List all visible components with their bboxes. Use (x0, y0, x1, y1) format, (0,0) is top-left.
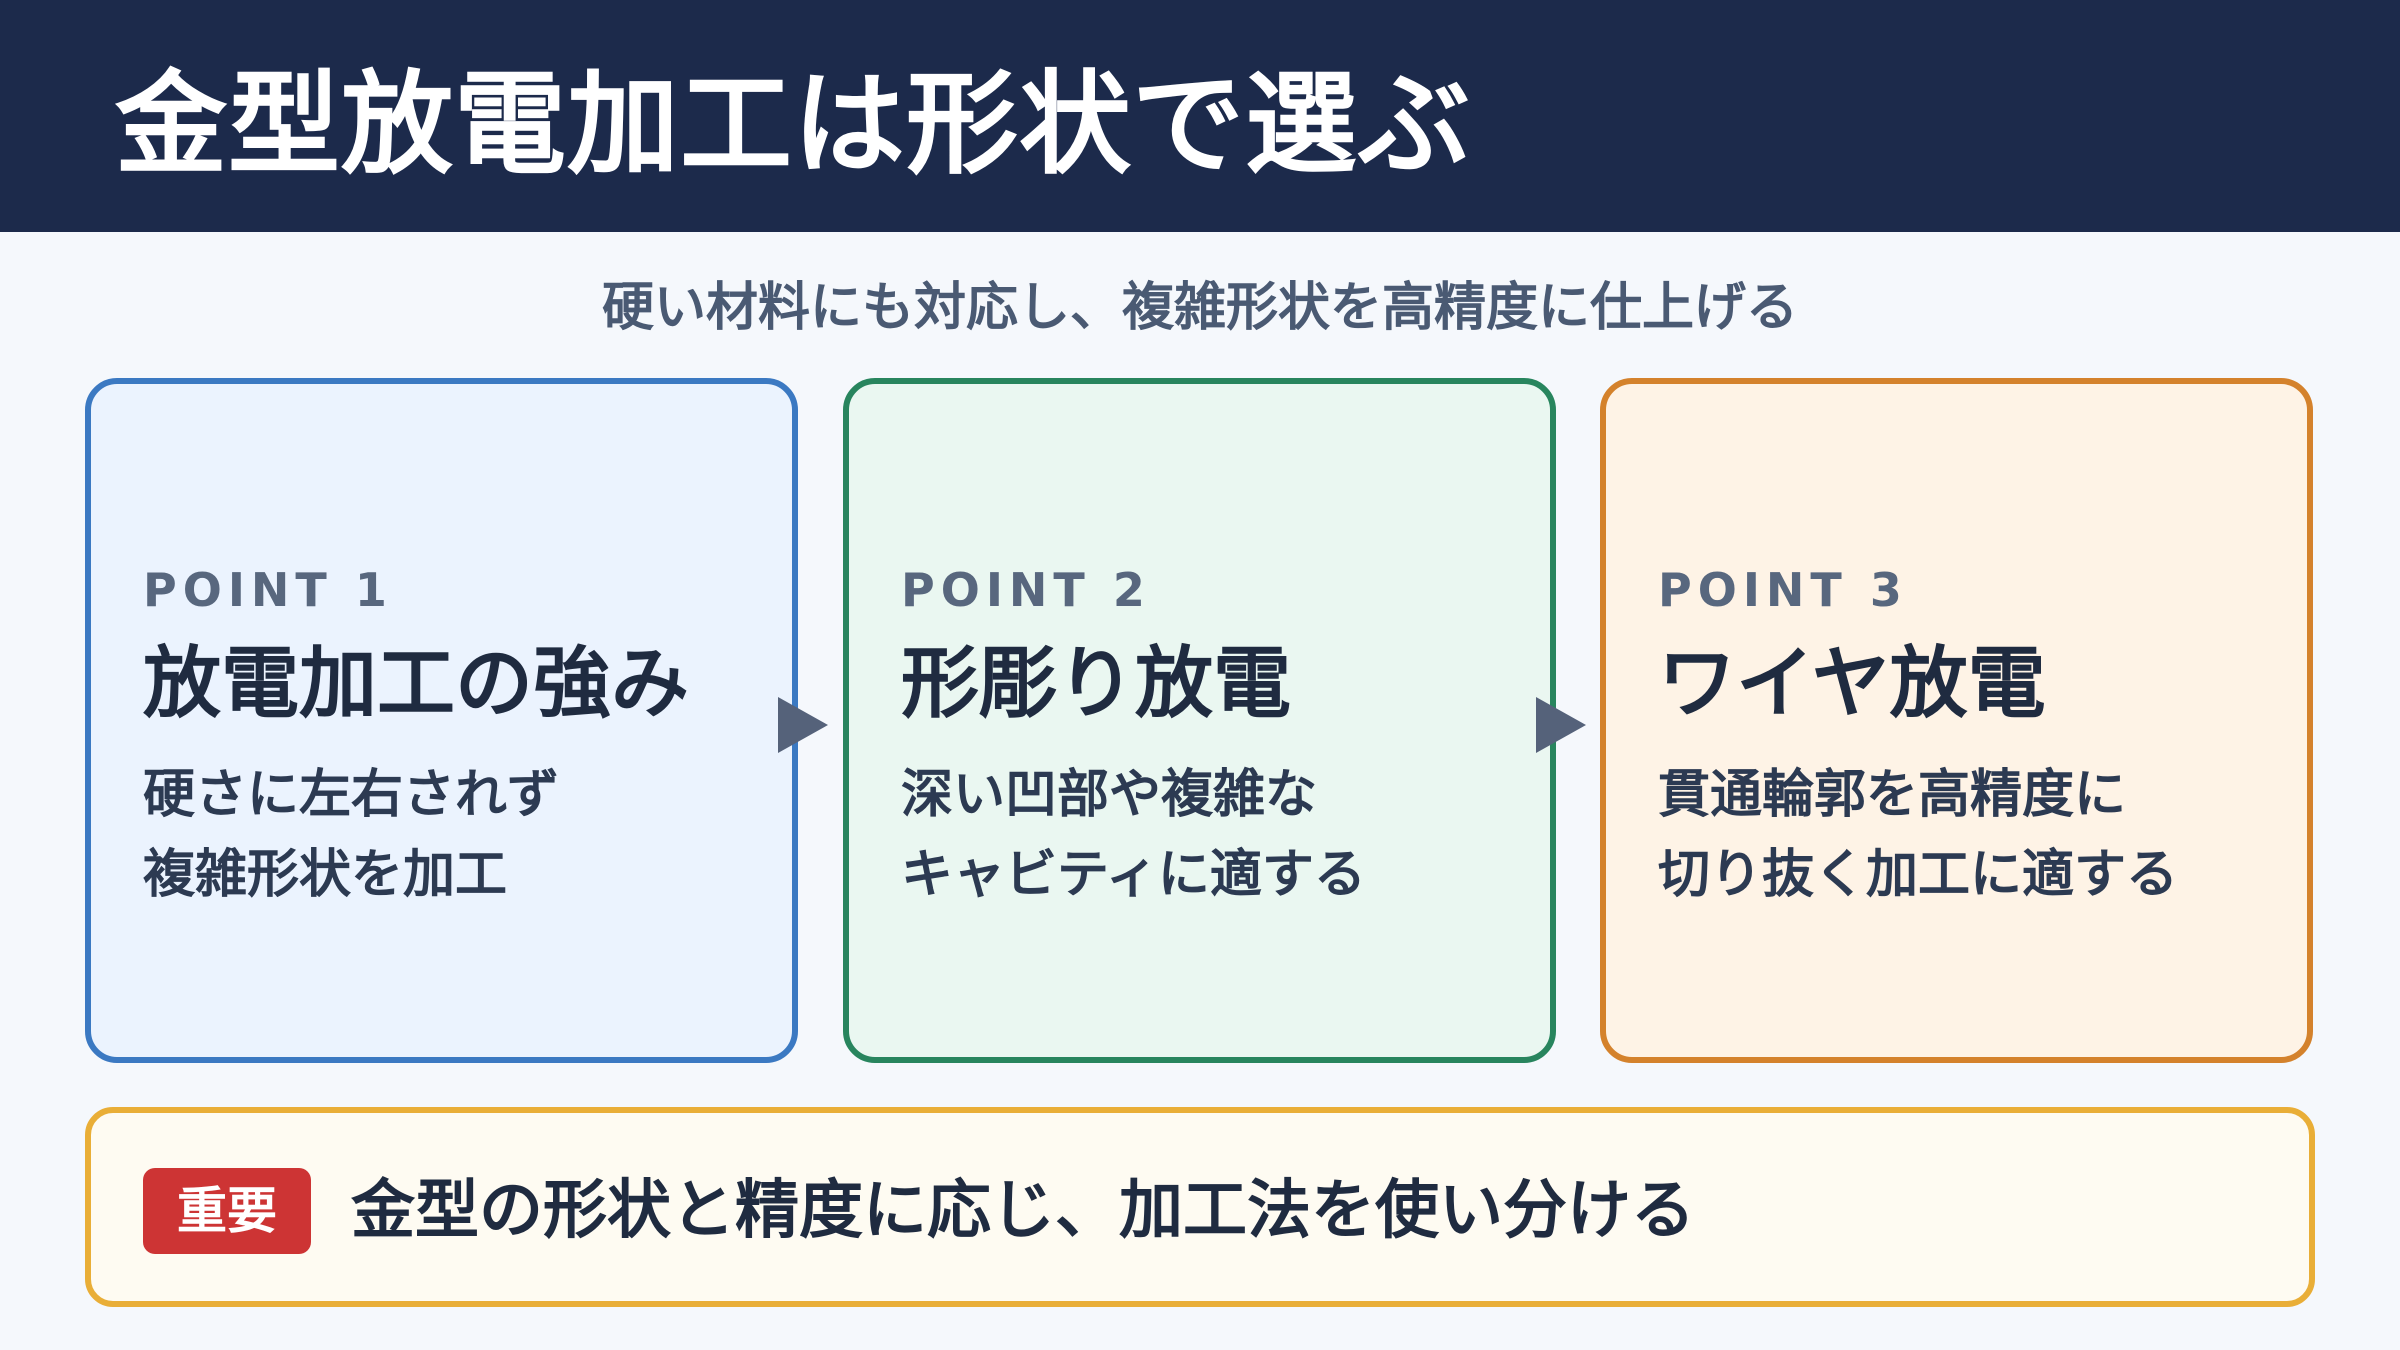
point-heading: 放電加工の強み (143, 639, 690, 729)
point-description-line: 深い凹部や複雑な (901, 765, 1318, 825)
point-card-3: POINT 3 ワイヤ放電 貫通輪郭を高精度に 切り抜く加工に適する (1600, 378, 2313, 1063)
arrow-right-icon (778, 697, 828, 753)
important-badge: 重要 (143, 1168, 311, 1254)
important-note-box: 重要 金型の形状と精度に応じ、加工法を使い分ける (85, 1107, 2315, 1307)
point-label: POINT 2 (901, 563, 1151, 617)
point-description-line: 複雑形状を加工 (143, 845, 508, 905)
point-card-2: POINT 2 形彫り放電 深い凹部や複雑な キャビティに適する (843, 378, 1556, 1063)
arrow-right-icon (1536, 697, 1586, 753)
page-title: 金型放電加工は形状で選ぶ (115, 60, 1471, 190)
point-card-1: POINT 1 放電加工の強み 硬さに左右されず 複雑形状を加工 (85, 378, 798, 1063)
point-description-line: 硬さに左右されず (143, 765, 560, 825)
page-subtitle: 硬い材料にも対応し、複雑形状を高精度に仕上げる (601, 278, 1798, 338)
point-description-line: キャビティに適する (901, 845, 1366, 905)
header-bar: 金型放電加工は形状で選ぶ (0, 0, 2400, 232)
point-heading: 形彫り放電 (901, 639, 1292, 729)
point-label: POINT 1 (143, 563, 393, 617)
point-description-line: 切り抜く加工に適する (1658, 845, 2179, 905)
point-heading: ワイヤ放電 (1658, 639, 2046, 729)
point-description-line: 貫通輪郭を高精度に (1658, 765, 2127, 825)
important-note-text: 金型の形状と精度に応じ、加工法を使い分ける (351, 1174, 1695, 1248)
point-label: POINT 3 (1658, 563, 1908, 617)
